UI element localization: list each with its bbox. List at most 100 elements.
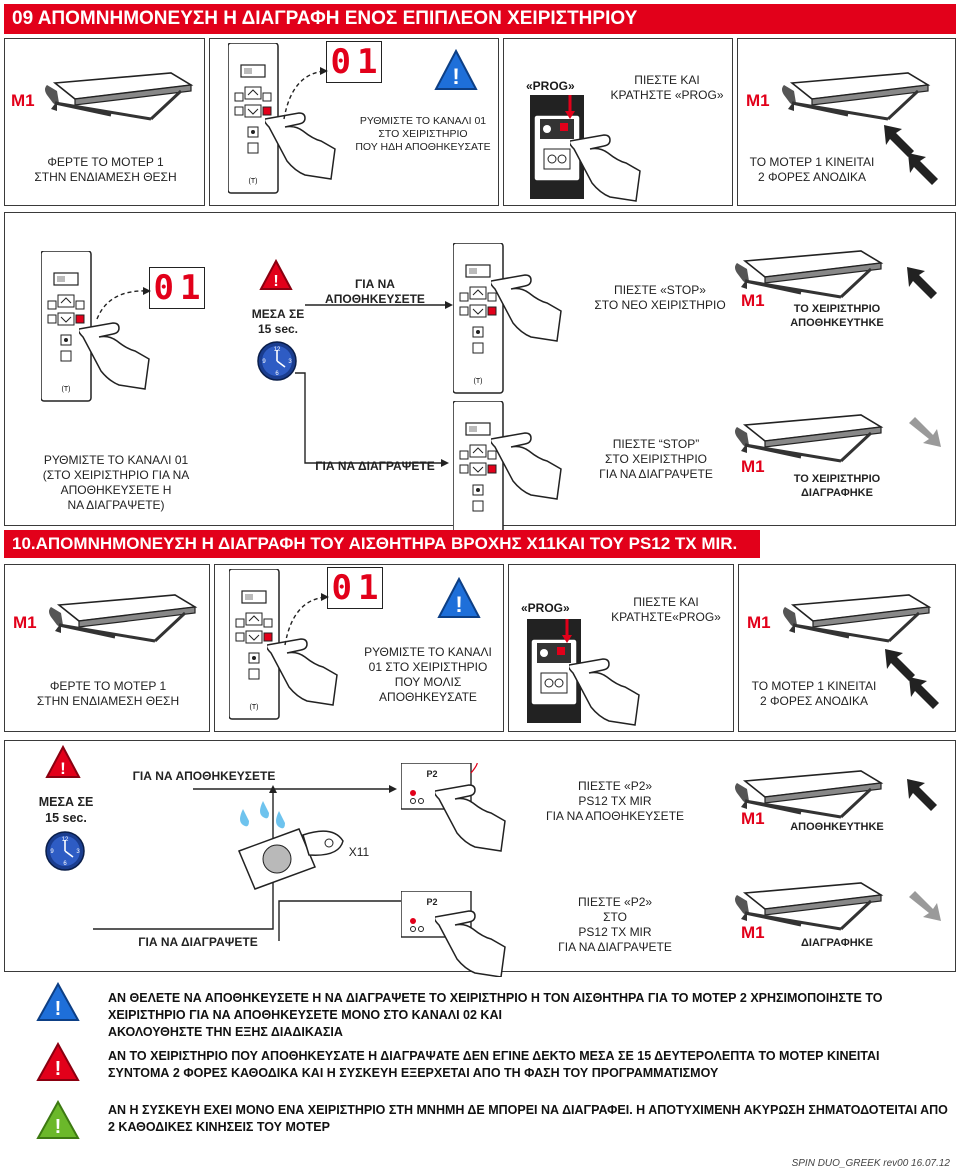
hand-icon	[491, 432, 562, 500]
press-stop-delete-text: ΠΙΕΣΤΕ “STOP” ΣΤΟ ΧΕΙΡΙΣΤΗΡΙΟ ΓΙΑ ΝΑ ΔΙΑ…	[599, 437, 713, 481]
to-store-text: ΓΙΑ ΝΑ ΑΠΟΘΗΚΕΥΣΕΤΕ	[132, 769, 276, 783]
section9-title: 09 ΑΠΟΜΝΗΜΟΝΕΥΣΗ Η ΔΙΑΓΡΑΦΗ ΕΝΟΣ ΕΠΙΠΛΕΟ…	[4, 4, 956, 34]
branch-arrow-icon	[295, 372, 449, 467]
branch-arrow-icon	[93, 785, 397, 930]
stored-text: ΤΟ ΧΕΙΡΙΣΤΗΡΙΟ ΑΠΟΘΗΚΕΥΤΗΚΕ	[790, 303, 884, 329]
panel-motor-moves-10: M1 ΤΟ ΜΟΤΕΡ 1 ΚΙΝΕΙΤΑΙ 2 ΦΟΡΕΣ ΑΝΟΔΙΚΑ	[738, 564, 956, 732]
panel-press-prog-10: «PROG» ΠΙΕΣΤΕ ΚΑΙ ΚΡΑΤΗΣΤΕ«PROG»	[508, 564, 734, 732]
press-p2-delete-text: ΠΙΕΣΤΕ «P2» ΣΤΟ PS12 TX MIR ΓΙΑ ΝΑ ΔΙΑΓΡ…	[558, 895, 672, 954]
channel-display: 0 1	[326, 41, 382, 83]
svg-text:!: !	[55, 998, 62, 1020]
arrow-up-icon	[907, 267, 937, 299]
press-hold-prog-text: ΠΙΕΣΤΕ ΚΑΙ ΚΡΑΤΗΣΤΕ«PROG»	[611, 595, 721, 624]
digit-0: 0	[331, 568, 352, 608]
within-15-sec-text: ΜΕΣΑ ΣΕ 15 sec.	[251, 307, 305, 336]
press-stop-new-text: ΠΙΕΣΤΕ «STOP» ΣΤΟ ΝΕΟ ΧΕΙΡΙΣΤΗΡΙΟ	[594, 283, 726, 312]
dashed-arrow-icon	[283, 67, 328, 120]
prog-label: «PROG»	[526, 79, 575, 93]
hand-icon	[79, 322, 150, 390]
set-channel-text: ΡΥΘΜΙΣΤΕ ΤΟ ΚΑΝΑΛΙ 01 ΣΤΟ ΧΕΙΡΙΣΤΗΡΙΟ ΠΟ…	[364, 645, 492, 704]
arrow-line-icon	[305, 301, 453, 309]
svg-text:!: !	[273, 273, 278, 290]
digit-1: 1	[357, 42, 378, 82]
section9-title-text: 09 ΑΠΟΜΝΗΜΟΝΕΥΣΗ Η ΔΙΑΓΡΑΦΗ ΕΝΟΣ ΕΠΙΠΛΕΟ…	[12, 8, 638, 29]
digit-1: 1	[358, 568, 379, 608]
motor-m1-label: M1	[741, 923, 765, 942]
arrow-up-icon	[909, 677, 939, 709]
panel-store-delete: 0 1 ! ΜΕΣΑ ΣΕ 15 sec. ΓΙΑ ΝΑ ΑΠΟΘΗΚΕΥΣΕΤ…	[4, 212, 956, 552]
warning-icon-red: !	[36, 1042, 80, 1081]
section10-title-text: 10.ΑΠΟΜΝΗΜΟΝΕΥΣΗ Η ΔΙΑΓΡΑΦΗ ΤΟΥ ΑΙΣΘΗΤΗΡ…	[12, 534, 738, 553]
note-single-remote: ΑΝ Η ΣΥΣΚΕΥΗ ΕΧΕΙ ΜΟΝΟ ΕΝΑ ΧΕΙΡΙΣΤΗΡΙΟ Σ…	[108, 1103, 948, 1134]
hand-icon	[435, 784, 506, 852]
arrow-up-icon	[908, 153, 938, 185]
svg-text:!: !	[55, 1116, 62, 1138]
panel-bring-motor-10: M1 ΦΕΡΤΕ ΤΟ ΜΟΤΕΡ 1 ΣΤΗΝ ΕΝΔΙΑΜΕΣΗ ΘΕΣΗ	[4, 564, 210, 732]
set-channel-store-delete-text: ΡΥΘΜΙΣΤΕ ΤΟ ΚΑΝΑΛΙ 01 (ΣΤΟ ΧΕΙΡΙΣΤΗΡΙΟ Γ…	[42, 453, 190, 512]
footer-version: SPIN DUO_GREEK rev00 16.07.12	[791, 1158, 950, 1169]
clock-icon	[45, 831, 85, 871]
svg-text:!: !	[60, 759, 66, 778]
warning-icon-red: !	[259, 259, 293, 290]
branch-arrow-icon	[278, 897, 409, 941]
dashed-arrow-icon	[96, 287, 151, 320]
note-motor2: ΑΝ ΘΕΛΕΤΕ ΝΑ ΑΠΟΘΗΚΕΥΣΕΤΕ Η ΝΑ ΔΙΑΓΡΑΨΕΤ…	[108, 991, 883, 1039]
motor-m1-label: M1	[741, 457, 765, 476]
within-15-sec-text: ΜΕΣΑ ΣΕ 15 sec.	[38, 795, 94, 825]
to-store-text: ΓΙΑ ΝΑ ΑΠΟΘΗΚΕΥΣΕΤΕ	[325, 277, 425, 306]
p2-label: P2	[426, 897, 438, 907]
warning-icon-blue: !	[437, 577, 481, 618]
channel-display: 0 1	[149, 267, 205, 309]
awning-icon	[733, 881, 883, 931]
svg-text:!: !	[455, 592, 462, 617]
awning-icon	[781, 593, 931, 643]
clock-icon	[257, 341, 297, 381]
panel-motor-moves: M1 ΤΟ ΜΟΤΕΡ 1 ΚΙΝΕΙΤΑΙ 2 ΦΟΡΕΣ ΑΝΟΔΙΚΑ	[737, 38, 956, 206]
warning-icon-green: !	[36, 1100, 80, 1139]
x11-label: X11	[348, 845, 370, 859]
to-delete-text: ΓΙΑ ΝΑ ΔΙΑΓΡΑΨΕΤΕ	[138, 935, 258, 949]
svg-text:!: !	[55, 1058, 62, 1080]
svg-text:!: !	[452, 64, 459, 89]
set-channel-text: ΡΥΘΜΙΣΤΕ ΤΟ ΚΑΝΑΛΙ 01 ΣΤΟ ΧΕΙΡΙΣΤΗΡΙΟ ΠΟ…	[355, 115, 491, 154]
panel-bring-motor-1: M1 ΦΕΡΤΕ ΤΟ ΜΟΤΕΡ 1 ΣΤΗΝ ΕΝΔΙΑΜΕΣΗ ΘΕΣΗ	[4, 38, 205, 206]
press-hold-prog-text: ΠΙΕΣΤΕ ΚΑΙ ΚΡΑΤΗΣΤΕ «PROG»	[610, 73, 724, 102]
warning-icon-blue: !	[36, 982, 80, 1021]
motor-moves-text: ΤΟ ΜΟΤΕΡ 1 ΚΙΝΕΙΤΑΙ 2 ΦΟΡΕΣ ΑΝΟΔΙΚΑ	[749, 155, 875, 184]
panel-sensor-store-delete: ! ΜΕΣΑ ΣΕ 15 sec. ΓΙΑ ΝΑ ΑΠΟΘΗΚΕΥΣΕΤΕ X1…	[4, 740, 956, 977]
motor-m1-label: M1	[13, 613, 37, 632]
section10-title: 10.ΑΠΟΜΝΗΜΟΝΕΥΣΗ Η ΔΙΑΓΡΑΦΗ ΤΟΥ ΑΙΣΘΗΤΗΡ…	[4, 530, 760, 558]
awning-icon	[733, 249, 883, 299]
awning-icon	[733, 769, 883, 819]
deleted-text: ΤΟ ΧΕΙΡΙΣΤΗΡΙΟ ΔΙΑΓΡΑΦΗΚΕ	[793, 473, 881, 499]
bring-motor-text: ΦΕΡΤΕ ΤΟ ΜΟΤΕΡ 1 ΣΤΗΝ ΕΝΔΙΑΜΕΣΗ ΘΕΣΗ	[34, 155, 177, 184]
ps12-transmitter-icon	[401, 763, 478, 810]
note-not-received: ΑΝ ΤΟ ΧΕΙΡΙΣΤΗΡΙΟ ΠΟΥ ΑΠΟΘΗΚΕΥΣΑΤΕ Η ΔΙΑ…	[108, 1049, 880, 1080]
channel-display: 0 1	[327, 567, 383, 609]
warning-icon-blue: !	[434, 49, 478, 90]
motor-m1-label: M1	[741, 809, 765, 828]
motor-m1-label: M1	[741, 291, 765, 310]
hand-icon	[435, 910, 506, 977]
digit-1: 1	[180, 268, 201, 308]
motor-moves-text: ΤΟ ΜΟΤΕΡ 1 ΚΙΝΕΙΤΑΙ 2 ΦΟΡΕΣ ΑΝΟΔΙΚΑ	[751, 679, 877, 708]
press-p2-store-text: ΠΙΕΣΤΕ «P2» PS12 TX MIR ΓΙΑ ΝΑ ΑΠΟΘΗΚΕΥΣ…	[545, 779, 685, 823]
prog-label: «PROG»	[521, 601, 570, 615]
panel-press-prog: «PROG» ΠΙΕΣΤΕ ΚΑΙ ΚΡΑΤΗΣΤΕ «PROG»	[503, 38, 733, 206]
warning-icon-red: !	[45, 745, 81, 778]
awning-icon	[733, 413, 883, 463]
awning-icon	[43, 71, 193, 121]
hand-icon	[569, 658, 640, 726]
arrow-down-icon	[909, 417, 941, 447]
arrow-down-icon	[909, 891, 941, 921]
motor-m1-label: M1	[11, 91, 35, 110]
rain-sensor-icon	[238, 801, 344, 890]
panel-set-channel: 0 1 ! ΡΥΘΜΙΣΤΕ ΤΟ ΚΑΝΑΛΙ 01 ΣΤΟ ΧΕΙΡΙΣΤΗ…	[209, 38, 499, 206]
hand-icon	[491, 274, 562, 342]
p2-label: P2	[426, 769, 438, 779]
motor-m1-label: M1	[747, 613, 771, 632]
awning-icon	[47, 593, 197, 643]
hand-icon	[570, 134, 641, 202]
digit-0: 0	[153, 268, 174, 308]
awning-icon	[780, 71, 930, 121]
